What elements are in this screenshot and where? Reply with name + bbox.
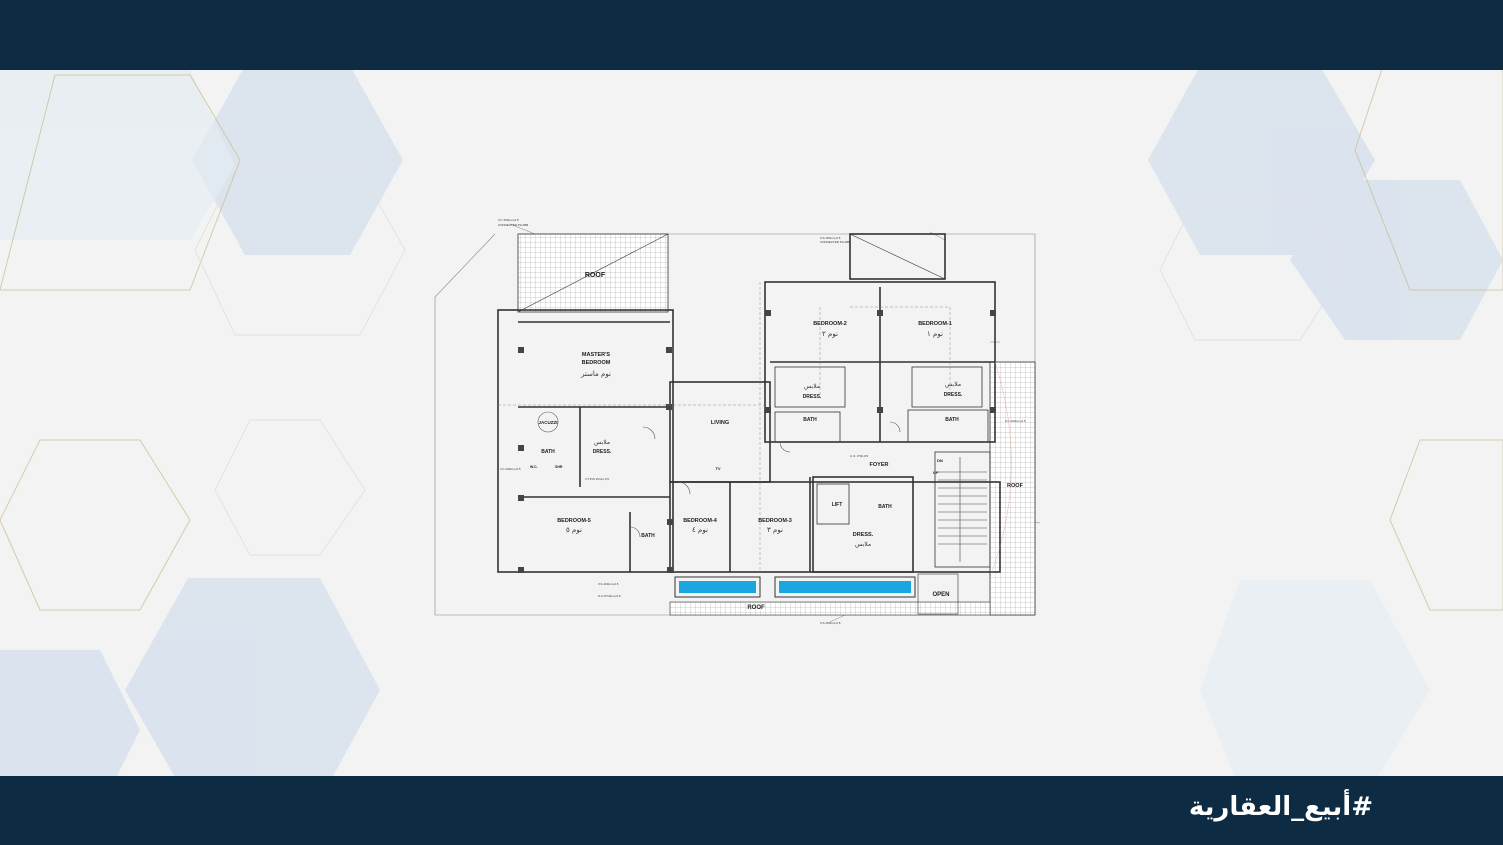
- label-master-bedroom-1: MASTER'S: [582, 352, 611, 358]
- label-bedroom-1: BEDROOM-1: [918, 321, 952, 327]
- svg-text:CONNECTED PLUMB: CONNECTED PLUMB: [820, 240, 850, 244]
- label-bedroom-2: BEDROOM-2: [813, 321, 847, 327]
- label-master-bedroom-ar: نوم ماستر: [580, 370, 611, 378]
- label-bedroom-1-ar: نوم ١: [927, 330, 943, 338]
- label-bedroom-2-ar: نوم ٢: [822, 330, 838, 338]
- label-dress-mid: DRESS.: [803, 394, 822, 400]
- svg-text:V.S.150mm,0.5: V.S.150mm,0.5: [820, 236, 841, 240]
- label-bedroom-3-ar: نوم ٣: [767, 526, 783, 534]
- label-bath-foyer: BATH: [878, 504, 892, 510]
- svg-text:G.O.0*10mm,0.5: G.O.0*10mm,0.5: [598, 594, 621, 598]
- label-roof-top: ROOF: [585, 272, 606, 279]
- staircase: [938, 457, 987, 562]
- columns: [518, 310, 996, 573]
- label-master-bedroom-2: BEDROOM: [582, 360, 611, 366]
- header-bar: [0, 0, 1503, 70]
- roof-bottom-area: [669, 601, 991, 616]
- label-bedroom-5: BEDROOM-5: [557, 518, 591, 524]
- footer-bar: [0, 776, 1503, 845]
- svg-text:V.S.150mm,0.5: V.S.150mm,0.5: [820, 621, 841, 625]
- label-wc: W.C.: [530, 465, 538, 469]
- label-dress-right: DRESS.: [944, 392, 963, 398]
- label-bedroom-3: BEDROOM-3: [758, 518, 792, 524]
- label-up: UP: [933, 470, 939, 475]
- label-dress-master: DRESS.: [593, 449, 612, 455]
- brand-hashtag: #أبيع_العقارية: [1188, 792, 1373, 822]
- label-bedroom-4: BEDROOM-4: [683, 518, 718, 524]
- label-roof-bottom: ROOF: [747, 605, 765, 611]
- pool-left: [679, 581, 756, 593]
- label-dress-foyer: DRESS.: [853, 532, 874, 538]
- label-jacuzzi: JACUZZI: [539, 420, 558, 425]
- label-open: OPEN: [932, 592, 949, 598]
- svg-text:CONNECTED PLUMB: CONNECTED PLUMB: [498, 223, 528, 227]
- label-bath-master: BATH: [541, 449, 555, 455]
- walls: [497, 233, 1001, 615]
- label-bedroom-4-ar: نوم ٤: [692, 526, 708, 534]
- label-bedroom-5-ar: نوم ٥: [566, 526, 582, 534]
- label-bath-mid: BATH: [803, 417, 817, 423]
- label-dress-foyer-ar: ملابس: [855, 541, 871, 548]
- label-living: LIVING: [711, 420, 729, 426]
- svg-text:V.C.100mm,0.5: V.C.100mm,0.5: [1005, 419, 1026, 423]
- label-dn: DN: [937, 458, 943, 463]
- floor-plan-drawing: V.C.150mm,0.5 CONNECTED PLUMB V.S.150mm,…: [434, 218, 1040, 625]
- roof-right-area: [989, 361, 1036, 616]
- label-dress-mid-ar: ملابس: [804, 383, 820, 390]
- label-tv: TV: [715, 466, 720, 471]
- svg-text:V.C.100mm,0.5: V.C.100mm,0.5: [500, 467, 521, 471]
- label-shr: SHR: [555, 465, 563, 469]
- svg-text:V.T.PIS 15mm,0.5: V.T.PIS 15mm,0.5: [585, 477, 609, 481]
- label-lift: LIFT: [832, 502, 843, 508]
- svg-text:V.C.150mm,0.5: V.C.150mm,0.5: [498, 218, 519, 222]
- svg-text:C.O. 0*10,0.5: C.O. 0*10,0.5: [850, 454, 869, 458]
- svg-text:V.S.100mm,0.5: V.S.100mm,0.5: [598, 582, 619, 586]
- label-dress-right-ar: ملابس: [945, 381, 961, 388]
- label-roof-right: ROOF: [1007, 483, 1024, 489]
- floor-plan: V.C.150mm,0.5 CONNECTED PLUMB V.S.150mm,…: [430, 212, 1040, 632]
- label-bath-b5: BATH: [641, 533, 655, 539]
- pool-right: [779, 581, 911, 593]
- label-foyer: FOYER: [870, 462, 889, 468]
- label-bath-right: BATH: [945, 417, 959, 423]
- label-dress-master-ar: ملابس: [594, 439, 610, 446]
